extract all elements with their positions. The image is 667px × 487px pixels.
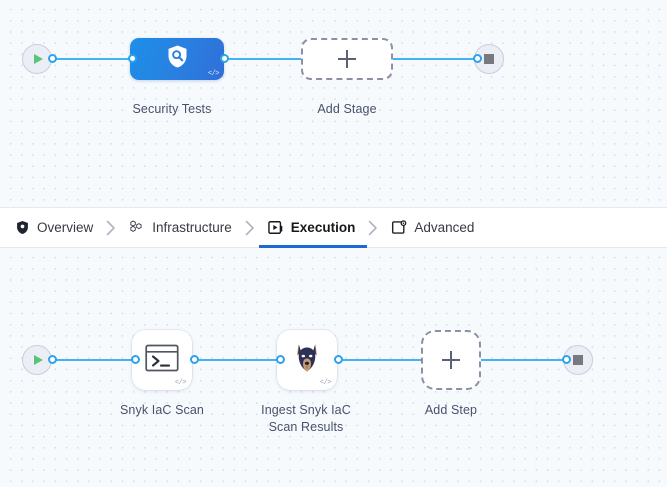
play-icon [33, 355, 43, 365]
doberman-icon [290, 341, 324, 380]
plus-icon [338, 50, 356, 68]
step-label-line-2: Scan Results [268, 420, 344, 434]
port-snyk-iac-scan-out[interactable] [190, 355, 199, 364]
stop-icon [484, 54, 494, 64]
stage-node-security-tests[interactable]: </> [130, 38, 224, 80]
edge-snyk-iac-scan-to-ingest [192, 359, 280, 361]
step-node-ingest-snyk-iac-scan-results[interactable]: </> [277, 330, 337, 390]
card-gear-icon [391, 219, 407, 236]
edge-security-tests-to-add-stage [220, 58, 305, 60]
plus-icon [442, 351, 460, 369]
pipeline-start-node[interactable] [22, 44, 52, 74]
edge-ingest-to-add-step [336, 359, 422, 361]
shield-icon [14, 220, 30, 236]
port-security-tests-out[interactable] [220, 54, 229, 63]
edge-start-to-security-tests [46, 58, 132, 60]
play-icon [33, 54, 43, 64]
step-pipeline-canvas[interactable]: </> [0, 248, 667, 487]
step-label-ingest-snyk-iac-scan-results: Ingest Snyk IaC Scan Results [241, 402, 371, 436]
port-snyk-iac-scan-in[interactable] [131, 355, 140, 364]
pipeline-config-tabs: Overview Infrastructure Exec [0, 207, 667, 248]
code-badge-icon: </> [319, 379, 332, 387]
stage-label-security-tests: Security Tests [132, 102, 212, 116]
tab-advanced[interactable]: Advanced [391, 208, 474, 248]
stage-pipeline-row: </> [0, 29, 667, 89]
add-step-button[interactable] [421, 330, 481, 390]
tab-label-overview: Overview [37, 220, 94, 235]
play-box-icon [268, 220, 284, 236]
step-pipeline-row: </> [0, 330, 667, 390]
tab-overview[interactable]: Overview [14, 208, 93, 248]
code-badge-icon: </> [174, 379, 187, 387]
edge-add-step-to-end [481, 359, 567, 361]
code-badge-icon: </> [207, 70, 220, 78]
stop-icon [573, 355, 583, 365]
step-label-snyk-iac-scan: Snyk IaC Scan [120, 403, 204, 417]
tab-label-infrastructure: Infrastructure [152, 220, 232, 235]
step-start-node[interactable] [22, 345, 52, 375]
step-label-line-1: Ingest Snyk IaC [261, 403, 351, 417]
step-label-add-step: Add Step [424, 403, 478, 417]
port-ingest-in[interactable] [276, 355, 285, 364]
chevron-right-icon [232, 220, 268, 236]
edge-start-to-snyk-iac-scan [46, 359, 136, 361]
chevron-right-icon [355, 220, 391, 236]
stage-pipeline-canvas[interactable]: </> Security Tests Add Stage [0, 0, 667, 207]
hexagon-cluster-icon [129, 220, 145, 236]
port-start-out[interactable] [48, 54, 57, 63]
add-stage-button[interactable] [301, 38, 393, 80]
stage-label-add-stage: Add Stage [317, 102, 377, 116]
port-step-end-in[interactable] [562, 355, 571, 364]
tab-execution[interactable]: Execution [258, 208, 367, 248]
shield-search-icon [164, 43, 191, 75]
step-node-snyk-iac-scan[interactable]: </> [132, 330, 192, 390]
chevron-right-icon [93, 220, 129, 236]
tab-infrastructure[interactable]: Infrastructure [129, 208, 232, 248]
terminal-icon [145, 344, 179, 377]
tab-label-advanced: Advanced [414, 220, 475, 235]
tab-label-execution: Execution [290, 220, 356, 235]
port-ingest-out[interactable] [334, 355, 343, 364]
port-security-tests-in[interactable] [128, 54, 137, 63]
port-end-in[interactable] [473, 54, 482, 63]
port-step-start-out[interactable] [48, 355, 57, 364]
edge-add-stage-to-end [391, 58, 478, 60]
